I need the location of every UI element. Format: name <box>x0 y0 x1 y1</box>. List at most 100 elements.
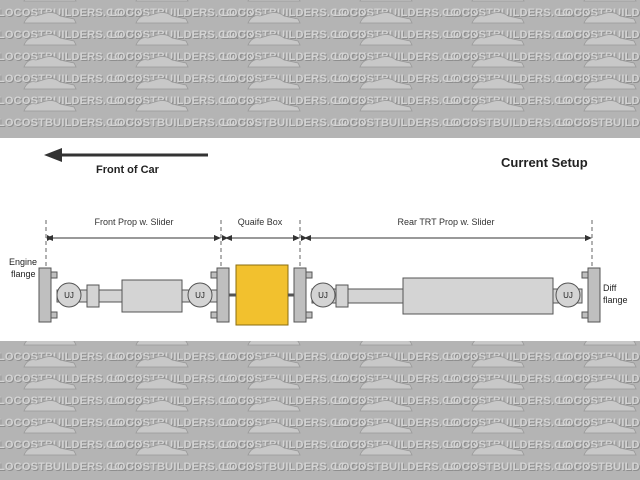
watermark-text: LOCOSTBUILDERS.CO.UK <box>222 461 367 473</box>
watermark-tile: LOCOSTBUILDERS.CO.UK <box>550 100 640 134</box>
watermark-car-icon <box>471 356 525 368</box>
watermark-tile: LOCOSTBUILDERS.CO.UK <box>0 444 142 478</box>
propshaft-diagram: Front of Car Current Setup <box>0 138 640 341</box>
watermark-car-icon <box>471 78 525 90</box>
watermark-text: LOCOSTBUILDERS.CO.UK <box>222 117 367 129</box>
watermark-car-icon <box>247 56 301 68</box>
watermark-car-icon <box>135 422 189 434</box>
watermark-car-icon <box>23 12 77 24</box>
watermark-car-icon <box>247 12 301 24</box>
watermark-car-icon <box>23 400 77 412</box>
watermark-tile: LOCOSTBUILDERS.CO.UK <box>102 444 254 478</box>
watermark-car-icon <box>135 356 189 368</box>
watermark-car-icon <box>359 56 413 68</box>
quaife-input-flange <box>210 267 230 323</box>
watermark-car-icon <box>471 56 525 68</box>
quaife-box-label: Quaife Box <box>238 217 283 227</box>
watermark-car-icon <box>23 378 77 390</box>
watermark-car-icon <box>135 341 189 346</box>
watermark-car-icon <box>135 78 189 90</box>
watermark-car-icon <box>359 341 413 346</box>
watermark-car-icon <box>359 12 413 24</box>
diff-flange-label-line2: flange <box>603 295 628 305</box>
watermark-car-icon <box>471 12 525 24</box>
watermark-car-icon <box>23 341 77 346</box>
watermark-car-icon <box>583 341 637 346</box>
uj-label-1: UJ <box>64 291 74 300</box>
watermark-car-icon <box>583 12 637 24</box>
watermark-text: LOCOSTBUILDERS.CO.UK <box>334 461 479 473</box>
watermark-text: LOCOSTBUILDERS.CO.UK <box>558 117 640 129</box>
watermark-car-icon <box>359 422 413 434</box>
watermark-car-icon <box>247 100 301 112</box>
uj-label-4: UJ <box>563 291 573 300</box>
rear-prop-label: Rear TRT Prop w. Slider <box>397 217 494 227</box>
watermark-car-icon <box>583 0 637 2</box>
watermark-car-icon <box>583 78 637 90</box>
watermark-car-icon <box>583 356 637 368</box>
rear-propshaft <box>310 277 583 315</box>
watermark-text: LOCOSTBUILDERS.CO.UK <box>110 461 255 473</box>
watermark-car-icon <box>135 0 189 2</box>
watermark-car-icon <box>471 0 525 2</box>
watermark-car-icon <box>247 422 301 434</box>
watermark-car-icon <box>23 78 77 90</box>
watermark-car-icon <box>247 0 301 2</box>
watermark-tile: LOCOSTBUILDERS.CO.UK <box>326 444 478 478</box>
watermark-car-icon <box>135 12 189 24</box>
diff-flange-label-line1: Diff <box>603 283 617 293</box>
watermark-tile: LOCOSTBUILDERS.CO.UK <box>214 444 366 478</box>
watermark-text: LOCOSTBUILDERS.CO.UK <box>446 461 591 473</box>
watermark-car-icon <box>359 78 413 90</box>
watermark-car-icon <box>135 400 189 412</box>
watermark-car-icon <box>247 378 301 390</box>
engine-flange-label-line2: flange <box>11 269 36 279</box>
watermark-text: LOCOSTBUILDERS.CO.UK <box>0 117 143 129</box>
watermark-car-icon <box>135 56 189 68</box>
watermark-car-icon <box>471 444 525 456</box>
watermark-car-icon <box>471 378 525 390</box>
quaife-output-flange <box>293 267 313 323</box>
watermark-car-icon <box>23 0 77 2</box>
watermark-car-icon <box>359 0 413 2</box>
watermark-car-icon <box>135 100 189 112</box>
watermark-tile: LOCOSTBUILDERS.CO.UK <box>326 100 478 134</box>
front-prop-label: Front Prop w. Slider <box>94 217 173 227</box>
watermark-car-icon <box>583 400 637 412</box>
uj-label-2: UJ <box>195 291 205 300</box>
watermark-car-icon <box>583 56 637 68</box>
watermark-car-icon <box>135 378 189 390</box>
watermark-car-icon <box>135 444 189 456</box>
watermark-car-icon <box>359 100 413 112</box>
watermark-text: LOCOSTBUILDERS.CO.UK <box>334 117 479 129</box>
watermark-car-icon <box>471 400 525 412</box>
watermark-tile: LOCOSTBUILDERS.CO.UK <box>102 100 254 134</box>
watermark-tile: LOCOSTBUILDERS.CO.UK <box>438 444 590 478</box>
watermark-car-icon <box>359 444 413 456</box>
watermark-car-icon <box>583 100 637 112</box>
watermark-car-icon <box>247 78 301 90</box>
watermark-car-icon <box>471 341 525 346</box>
watermark-car-icon <box>23 56 77 68</box>
uj-label-3: UJ <box>318 291 328 300</box>
watermark-car-icon <box>23 444 77 456</box>
watermark-car-icon <box>583 422 637 434</box>
watermark-car-icon <box>359 34 413 46</box>
watermark-text: LOCOSTBUILDERS.CO.UK <box>110 117 255 129</box>
watermark-car-icon <box>471 422 525 434</box>
engine-flange <box>38 267 58 323</box>
engine-flange-label-line1: Engine <box>9 257 37 267</box>
front-propshaft <box>56 279 218 313</box>
